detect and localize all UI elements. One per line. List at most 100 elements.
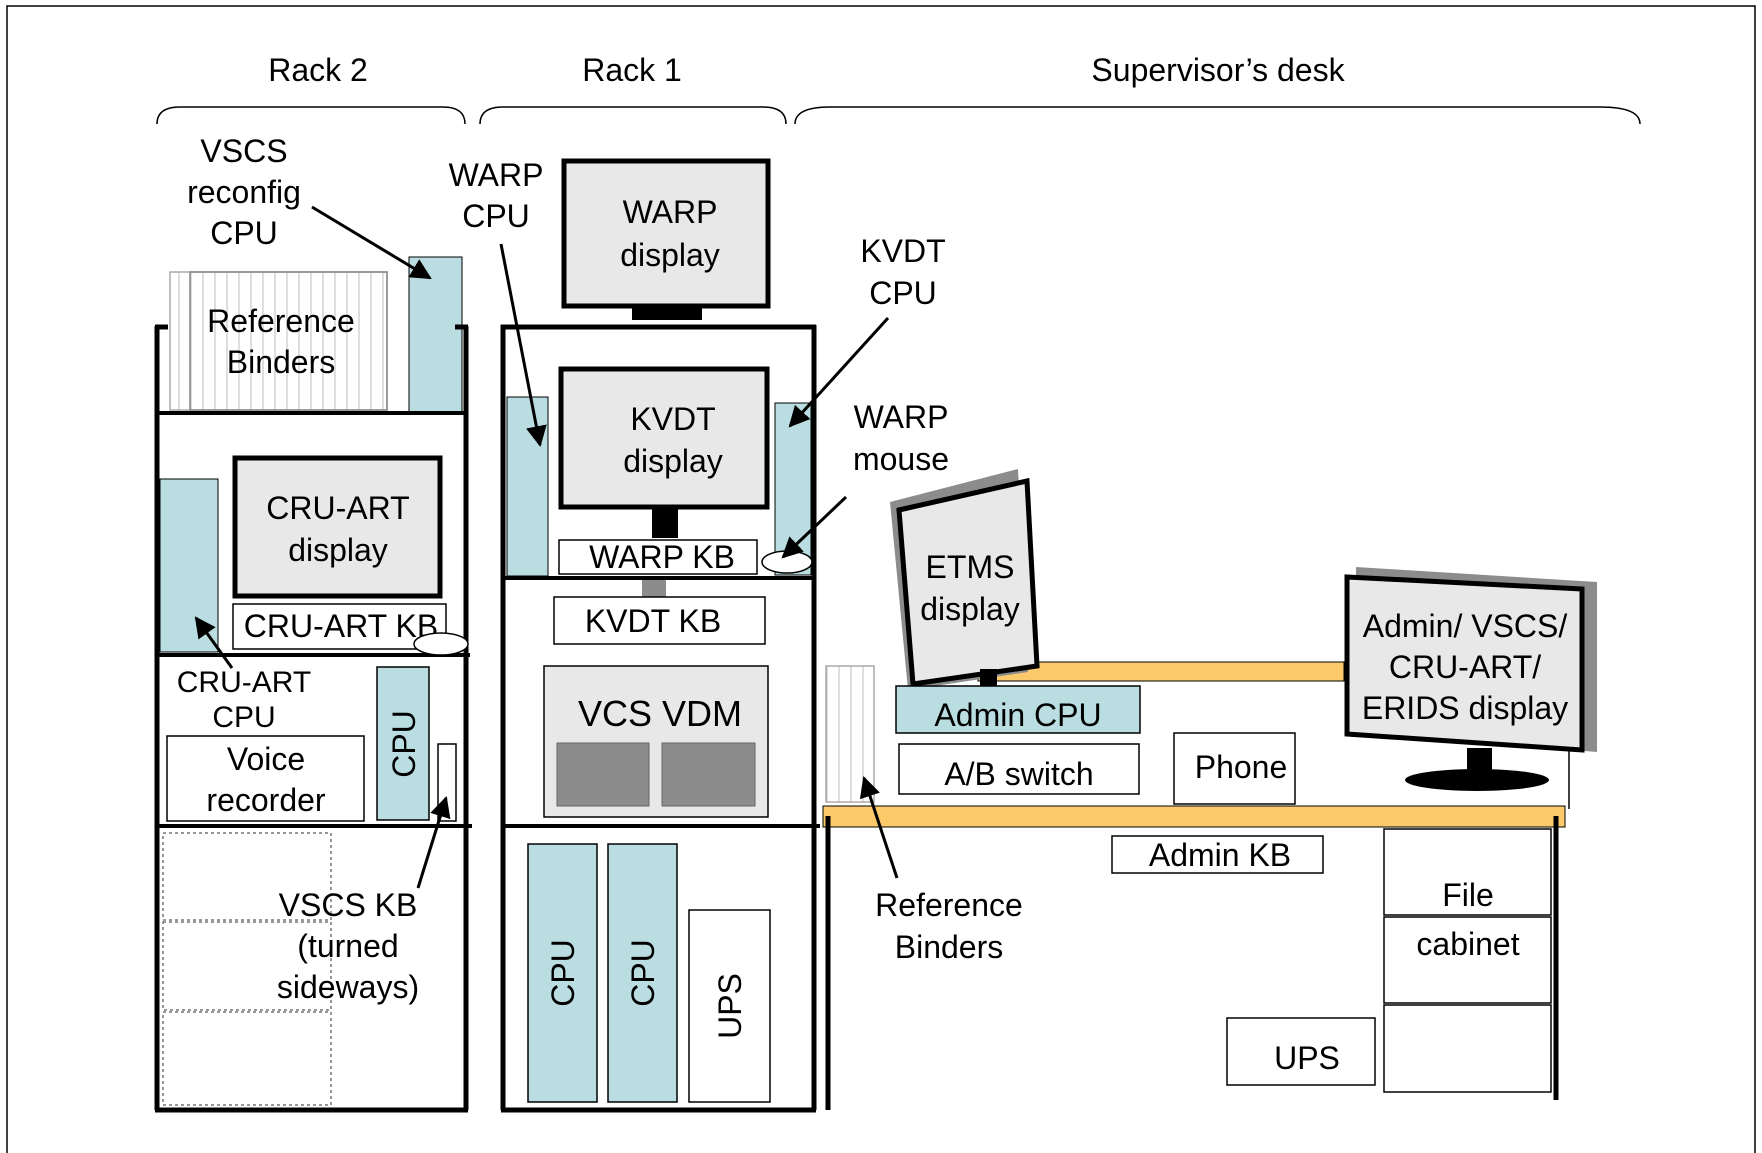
cru-art-display-label-1: CRU-ART [266, 490, 409, 526]
etms-display [896, 477, 1040, 687]
vcs-vdm-module-1 [556, 742, 650, 807]
admin-display-base [1405, 769, 1549, 791]
rack2-storage-drawer-3 [162, 1011, 332, 1106]
desk-ups-unit [1226, 1017, 1376, 1086]
cru-art-display-label-2: display [288, 532, 388, 568]
brace-rack-1 [479, 106, 787, 125]
rack2-reference-binders [169, 271, 388, 411]
file-cabinet-drawer-3 [1383, 1004, 1552, 1093]
cru-art-cpu-label-1: CRU-ART [177, 666, 311, 699]
etms-display-label-2: display [920, 591, 1020, 627]
brace-supervisors-desk [794, 106, 1641, 125]
rack2-reference-binders-inner [189, 271, 388, 411]
desk-ups-label: UPS [1274, 1040, 1340, 1076]
file-cabinet-drawer-1 [1383, 828, 1552, 916]
cru-art-cpu-unit [159, 478, 219, 653]
desk-reference-binders-label-2: Binders [895, 929, 1004, 965]
warp-mouse-label-1: WARP [854, 399, 949, 435]
rack1-callouts: KVDT CPU WARP mouse [781, 233, 949, 559]
header-rack-1: Rack 1 [582, 52, 682, 88]
outer-frame [6, 5, 1756, 1153]
warp-cpu-arrow [499, 243, 547, 448]
voice-recorder [166, 735, 365, 822]
kvdt-cpu-label-2: CPU [869, 275, 937, 311]
rack-2: Reference Binders VSCS reconfig CPU CRU-… [154, 133, 472, 1113]
cru-art-keyboard-label: CRU-ART KB [244, 608, 438, 644]
vscs-kb-label-1: VSCS KB [279, 887, 418, 923]
warp-display-label-2: display [620, 237, 720, 273]
warp-display-stand [632, 307, 702, 320]
cru-art-cpu-label-2: CPU [212, 701, 275, 734]
warp-keyboard-label: WARP KB [589, 539, 735, 575]
desk-reference-binders-label-1: Reference [875, 887, 1023, 923]
rack2-storage-drawer-1 [162, 832, 332, 921]
voice-recorder-label-2: recorder [206, 782, 326, 818]
warp-keyboard [558, 539, 758, 575]
rack2-reference-binders-label-1: Reference [207, 303, 355, 339]
rack1-ups-unit [688, 909, 771, 1103]
warp-cpu-unit [506, 396, 549, 577]
vscs-kb-label-3: sideways) [277, 969, 419, 1005]
rack1-ups-label: UPS [712, 973, 748, 1039]
rack1-cpu-unit-b [607, 843, 678, 1103]
header-rack-2: Rack 2 [268, 52, 368, 88]
file-cabinet-label-2: cabinet [1416, 926, 1519, 962]
file-cabinet-label-1: File [1442, 877, 1494, 913]
vscs-kb-arrow [416, 795, 451, 889]
rack1-kb-connector [642, 580, 666, 598]
kvdt-cpu-arrow [788, 316, 890, 428]
warp-cpu-label-2: CPU [462, 198, 530, 234]
vscs-reconfig-cpu-label-1: VSCS [200, 133, 287, 169]
rack-1: WARP display WARP CPU KVDT display WARP … [449, 157, 820, 1113]
desk-top-surface [822, 805, 1566, 828]
warp-mouse-label-2: mouse [853, 441, 949, 477]
vscs-keyboard-sideways [437, 743, 457, 822]
rack2-cpu-label: CPU [386, 710, 422, 778]
desk-reference-binders [825, 665, 875, 803]
rack1-cpu-b-label: CPU [625, 939, 661, 1007]
supervisors-desk: Reference Binders ETMS display Admin CPU… [822, 469, 1597, 1110]
cru-art-cpu-arrow [194, 616, 234, 669]
kvdt-display-label-2: display [623, 443, 723, 479]
kvdt-display-label-1: KVDT [630, 401, 715, 437]
kvdt-cpu-label-1: KVDT [860, 233, 945, 269]
phone [1173, 732, 1296, 805]
warp-mouse-arrow [781, 495, 848, 559]
cru-art-keyboard [232, 603, 447, 650]
warp-cpu-label-1: WARP [449, 157, 544, 193]
etms-display-label-1: ETMS [926, 549, 1015, 585]
admin-keyboard [1111, 835, 1324, 874]
phone-label: Phone [1195, 749, 1288, 785]
admin-cpu-unit [895, 685, 1141, 734]
ab-switch-label: A/B switch [944, 756, 1093, 792]
kvdt-display-stand [652, 509, 678, 538]
rack2-reference-binders-label-2: Binders [227, 344, 336, 380]
cru-art-display [232, 455, 443, 599]
kvdt-display [558, 366, 770, 510]
rack2-storage-drawer-2 [162, 921, 332, 1011]
vscs-reconfig-cpu-arrow [311, 205, 432, 280]
section-headers: Rack 2 Rack 1 Supervisor’s desk [156, 52, 1641, 125]
vscs-reconfig-cpu-label-3: CPU [210, 215, 278, 251]
voice-recorder-label-1: Voice [227, 741, 305, 777]
etms-display-stand [980, 669, 997, 687]
admin-display-label-1: Admin/ VSCS/ [1363, 608, 1568, 644]
vscs-reconfig-cpu-label-2: reconfig [187, 174, 301, 210]
rack2-cpu-unit [376, 666, 430, 821]
kvdt-keyboard [553, 596, 766, 645]
rack1-cpu-a-label: CPU [545, 939, 581, 1007]
vcs-vdm-label: VCS VDM [578, 693, 742, 734]
admin-keyboard-label: Admin KB [1149, 837, 1291, 873]
admin-display-label-2: CRU-ART/ [1389, 649, 1541, 685]
brace-rack-2 [156, 106, 466, 125]
file-cabinet-drawer-2 [1383, 916, 1552, 1004]
vscs-reconfig-cpu-unit [408, 256, 463, 413]
kvdt-keyboard-label: KVDT KB [585, 603, 721, 639]
ab-switch [898, 743, 1140, 795]
warp-display [561, 158, 771, 309]
warp-display-label-1: WARP [623, 194, 718, 230]
admin-display-label-3: ERIDS display [1362, 690, 1568, 726]
admin-display [1344, 574, 1585, 753]
vcs-vdm-module-2 [661, 742, 756, 807]
